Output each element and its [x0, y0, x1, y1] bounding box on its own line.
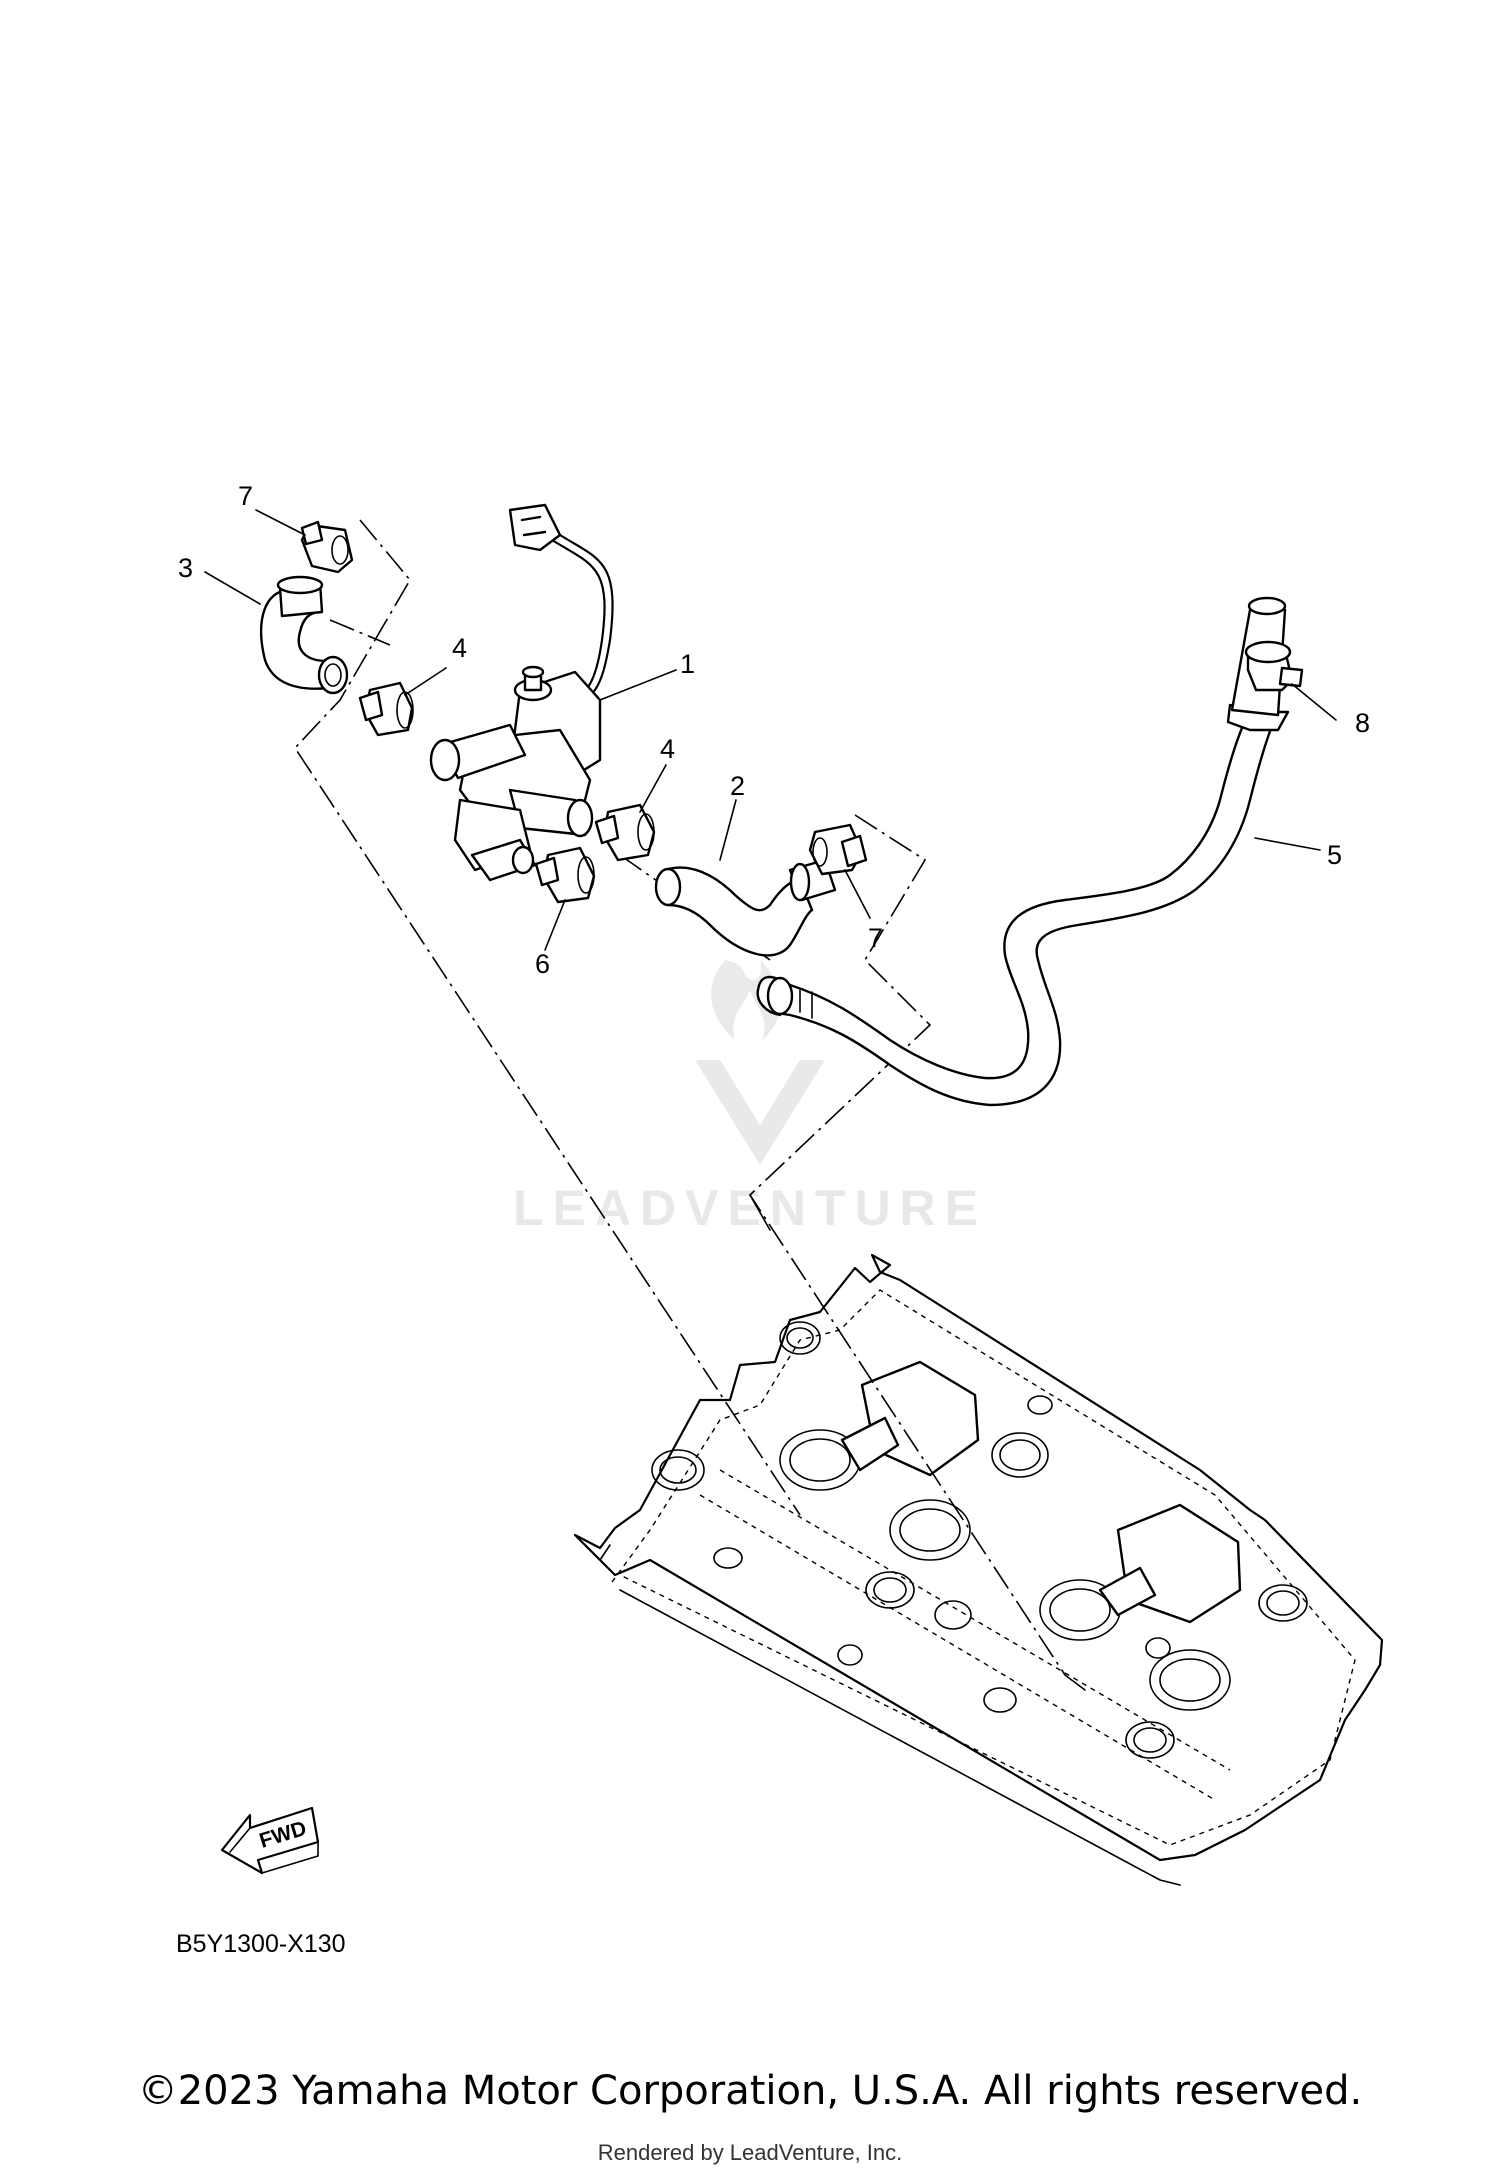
callout-8: 8	[1355, 708, 1370, 738]
clamp-4-upper	[358, 681, 414, 737]
callout-5: 5	[1327, 840, 1342, 870]
callout-1: 1	[680, 649, 695, 679]
callout-6: 6	[535, 949, 550, 979]
leader-lines	[204, 509, 1337, 951]
watermark-text: LEADVENTURE	[513, 1180, 987, 1236]
callout-2: 2	[730, 771, 745, 801]
fwd-arrow-icon: FWD	[220, 1806, 320, 1875]
callout-7-lower: 7	[868, 923, 883, 953]
watermark-logo: LEADVENTURE	[513, 960, 987, 1236]
clamp-6	[534, 846, 596, 904]
hose-3	[260, 575, 349, 695]
alignment-lines	[293, 519, 1086, 1691]
clamp-4-middle	[594, 803, 656, 862]
callout-7-upper: 7	[238, 481, 253, 511]
cylinder-head-cover	[573, 1253, 1384, 1886]
diagram-code: B5Y1300-X130	[176, 1930, 346, 1958]
callout-3: 3	[178, 553, 193, 583]
rendered-by-text: Rendered by LeadVenture, Inc.	[597, 2140, 903, 2165]
clamp-8	[1244, 640, 1304, 692]
copyright-text: ©2023 Yamaha Motor Corporation, U.S.A. A…	[137, 2068, 1363, 2114]
hose-2	[654, 858, 837, 957]
air-cut-valve	[429, 503, 614, 882]
clip-7-lower	[808, 823, 868, 876]
callout-4-upper: 4	[452, 633, 467, 663]
callout-4-middle: 4	[660, 734, 675, 764]
callouts: 7 3 4 1 8 4 2 5 7 6	[178, 481, 1370, 979]
clip-7-upper	[300, 520, 354, 574]
